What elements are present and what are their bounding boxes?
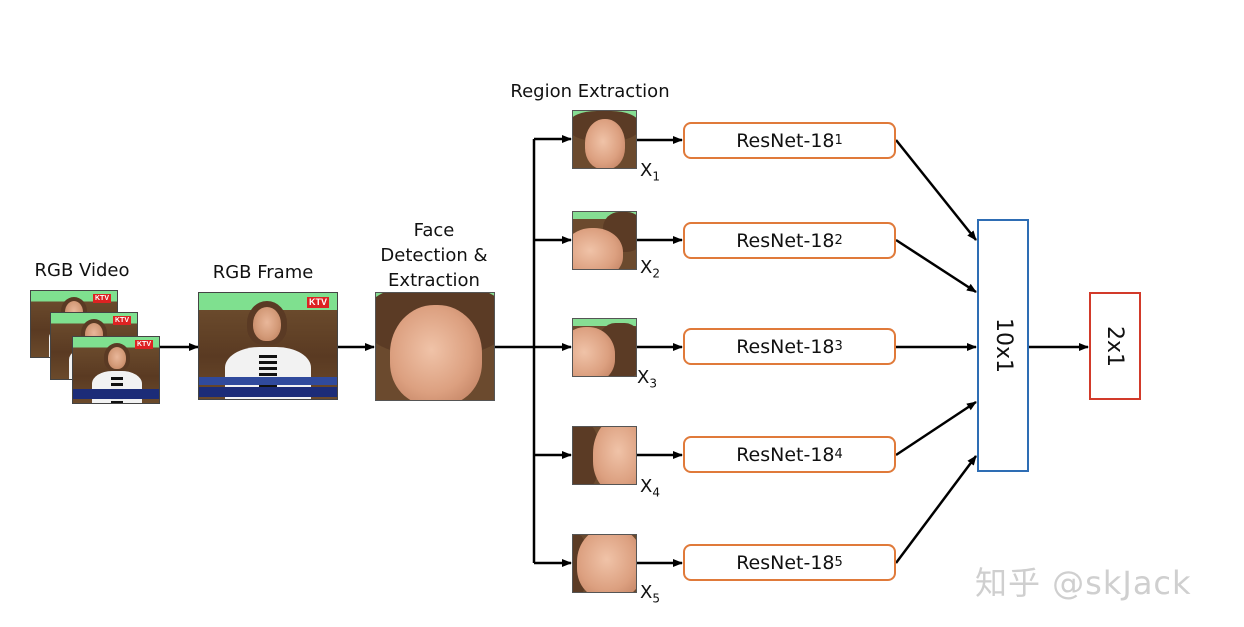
region-crop-1 — [572, 110, 637, 169]
extracted-face-image — [375, 292, 495, 401]
resnet-label: ResNet-18 — [736, 443, 835, 466]
fusion-layer-label: 10x1 — [990, 317, 1016, 374]
resnet-arrow-1 — [895, 139, 977, 241]
resnet-arrow-2 — [895, 238, 977, 294]
region-label-base: X — [640, 160, 653, 181]
face-detection-label-line2: Detection & — [380, 245, 488, 266]
resnet-label: ResNet-18 — [736, 129, 835, 152]
fusion-layer-box: 10x1 — [977, 219, 1029, 472]
region-crop-3 — [572, 318, 637, 377]
resnet-arrow-5 — [894, 455, 978, 564]
resnet-label-sub: 2 — [834, 233, 843, 248]
resnet-label-sub: 3 — [834, 339, 843, 354]
region-label-sub: 2 — [652, 266, 660, 281]
region-label-base: X — [640, 257, 653, 278]
resnet-arrow-4 — [895, 400, 977, 457]
region-label-x4: X4 — [640, 476, 660, 500]
output-layer-label: 2x1 — [1102, 325, 1128, 367]
region-label-sub: 5 — [652, 591, 660, 606]
region-extraction-label: Region Extraction — [510, 81, 670, 102]
region-label-base: X — [637, 367, 650, 388]
resnet-label-sub: 5 — [834, 555, 843, 570]
region-label-sub: 4 — [652, 485, 660, 500]
region-label-base: X — [640, 582, 653, 603]
resnet-label: ResNet-18 — [736, 335, 835, 358]
region-label-x1: X1 — [640, 160, 660, 184]
face-detection-label-line1: Face — [413, 220, 455, 241]
region-label-sub: 1 — [652, 169, 660, 184]
region-crop-2 — [572, 211, 637, 270]
region-label-base: X — [640, 476, 653, 497]
rgb-frame-label: RGB Frame — [212, 262, 314, 283]
rgb-frame-image: KTV — [198, 292, 338, 400]
resnet-label: ResNet-18 — [736, 551, 835, 574]
region-crop-5 — [572, 534, 637, 593]
region-label-x5: X5 — [640, 582, 660, 606]
video-frame-front: KTV — [72, 336, 160, 404]
resnet-label: ResNet-18 — [736, 229, 835, 252]
output-layer-box: 2x1 — [1089, 292, 1141, 400]
resnet-label-sub: 1 — [834, 133, 843, 148]
watermark-text: 知乎 @skJack — [975, 564, 1192, 602]
region-crop-4 — [572, 426, 637, 485]
region-label-x3: X3 — [637, 367, 657, 391]
region-label-x2: X2 — [640, 257, 660, 281]
region-label-sub: 3 — [649, 376, 657, 391]
rgb-video-label: RGB Video — [34, 260, 130, 281]
resnet-label-sub: 4 — [834, 447, 843, 462]
face-detection-label-line3: Extraction — [388, 270, 480, 291]
